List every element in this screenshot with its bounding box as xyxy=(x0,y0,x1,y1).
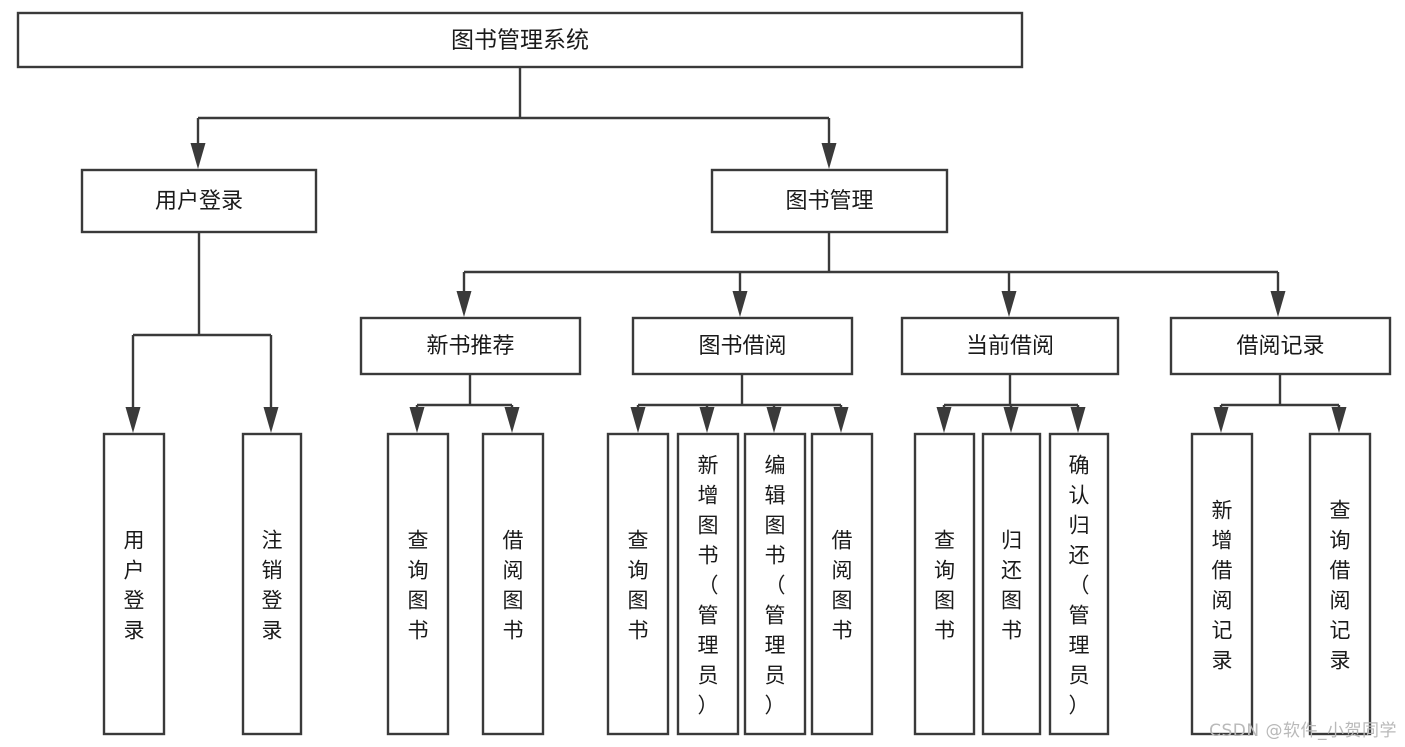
node-box xyxy=(102,432,166,736)
node-label: 借阅图书 xyxy=(503,528,524,642)
node-l1-bookmgmt[interactable]: 图书管理 xyxy=(710,168,949,234)
node-label: 查询借阅记录 xyxy=(1330,498,1351,672)
arrowhead-icon xyxy=(821,143,837,169)
node-label: 借阅记录 xyxy=(1236,334,1324,359)
node-label: 注销登录 xyxy=(262,528,283,642)
node-box xyxy=(743,432,807,736)
connector-c-login xyxy=(125,232,279,433)
connector-c-bookmgmt xyxy=(456,232,1286,317)
node-box xyxy=(606,432,670,736)
arrowhead-icon xyxy=(1003,407,1019,433)
node-box xyxy=(481,432,545,736)
node-label: 用户登录 xyxy=(124,528,145,642)
node-label: 借阅图书 xyxy=(832,528,853,642)
node-label: 查询图书 xyxy=(934,528,955,642)
node-l2-record[interactable]: 借阅记录 xyxy=(1169,316,1392,376)
node-l3-borrowbook[interactable]: 借阅图书 xyxy=(810,432,874,736)
arrowhead-icon xyxy=(699,407,715,433)
node-box xyxy=(1190,432,1254,736)
watermark-text: CSDN @软件_小贺同学 xyxy=(1209,721,1397,741)
node-label: 图书管理 xyxy=(785,189,873,214)
node-box xyxy=(1048,432,1110,736)
node-l3-logout[interactable]: 注销登录 xyxy=(241,432,303,736)
node-box xyxy=(900,316,1120,376)
node-l3-querybook-borrow[interactable]: 查询图书 xyxy=(606,432,670,736)
node-box xyxy=(1169,316,1392,376)
arrowhead-icon xyxy=(456,291,472,317)
node-box xyxy=(810,432,874,736)
node-box xyxy=(710,168,949,234)
node-label: 新书推荐 xyxy=(426,334,514,359)
node-root[interactable]: 图书管理系统 xyxy=(16,11,1024,69)
node-box xyxy=(631,316,854,376)
arrowhead-icon xyxy=(1270,291,1286,317)
arrowhead-icon xyxy=(263,407,279,433)
node-box xyxy=(386,432,450,736)
node-l3-queryrecord[interactable]: 查询借阅记录 xyxy=(1308,432,1372,736)
node-label: 查询图书 xyxy=(408,528,429,642)
arrowhead-icon xyxy=(1070,407,1086,433)
node-l3-confirmreturn[interactable]: 确认归还（管理员） xyxy=(1048,432,1110,736)
node-box xyxy=(981,432,1042,736)
connector-c-newbook xyxy=(409,374,520,433)
node-label: 编辑图书（管理员） xyxy=(765,453,786,717)
node-l3-addbook[interactable]: 新增图书（管理员） xyxy=(676,432,740,736)
arrowhead-icon xyxy=(125,407,141,433)
node-label: 图书管理系统 xyxy=(451,28,589,54)
arrowhead-icon xyxy=(833,407,849,433)
arrowhead-icon xyxy=(630,407,646,433)
node-l2-current[interactable]: 当前借阅 xyxy=(900,316,1120,376)
node-label: 确认归还（管理员） xyxy=(1069,453,1090,717)
node-l3-querybook-current[interactable]: 查询图书 xyxy=(913,432,976,736)
node-label: 归还图书 xyxy=(1001,528,1022,642)
node-box xyxy=(16,11,1024,69)
arrowhead-icon xyxy=(766,407,782,433)
node-l1-login[interactable]: 用户登录 xyxy=(80,168,318,234)
connector-c-root xyxy=(190,67,837,169)
arrowhead-icon xyxy=(732,291,748,317)
arrowhead-icon xyxy=(936,407,952,433)
arrowhead-icon xyxy=(409,407,425,433)
node-l3-returnbook[interactable]: 归还图书 xyxy=(981,432,1042,736)
connector-c-current xyxy=(936,374,1086,433)
arrowhead-icon xyxy=(1213,407,1229,433)
arrowhead-icon xyxy=(1001,291,1017,317)
node-box xyxy=(1308,432,1372,736)
arrowhead-icon xyxy=(1331,407,1347,433)
connector-c-borrow xyxy=(630,374,849,433)
node-box xyxy=(359,316,582,376)
node-label: 图书借阅 xyxy=(698,334,786,359)
node-box xyxy=(241,432,303,736)
node-label: 新增借阅记录 xyxy=(1212,498,1233,672)
node-box xyxy=(913,432,976,736)
node-box xyxy=(80,168,318,234)
arrowhead-icon xyxy=(504,407,520,433)
arrowhead-icon xyxy=(190,143,206,169)
connector-c-record xyxy=(1213,374,1347,433)
node-l2-borrow[interactable]: 图书借阅 xyxy=(631,316,854,376)
node-layer: 图书管理系统用户登录图书管理新书推荐图书借阅当前借阅借阅记录用户登录注销登录查询… xyxy=(16,11,1392,736)
node-l3-editbook[interactable]: 编辑图书（管理员） xyxy=(743,432,807,736)
node-label: 查询图书 xyxy=(628,528,649,642)
node-box xyxy=(676,432,740,736)
node-l3-borrowbook-new[interactable]: 借阅图书 xyxy=(481,432,545,736)
node-l3-querybook-new[interactable]: 查询图书 xyxy=(386,432,450,736)
node-l3-addrecord[interactable]: 新增借阅记录 xyxy=(1190,432,1254,736)
node-l3-userlogin[interactable]: 用户登录 xyxy=(102,432,166,736)
node-label: 新增图书（管理员） xyxy=(698,453,719,717)
node-l2-newbook[interactable]: 新书推荐 xyxy=(359,316,582,376)
connector-layer xyxy=(125,67,1347,433)
node-label: 当前借阅 xyxy=(966,334,1054,359)
node-label: 用户登录 xyxy=(155,189,243,214)
